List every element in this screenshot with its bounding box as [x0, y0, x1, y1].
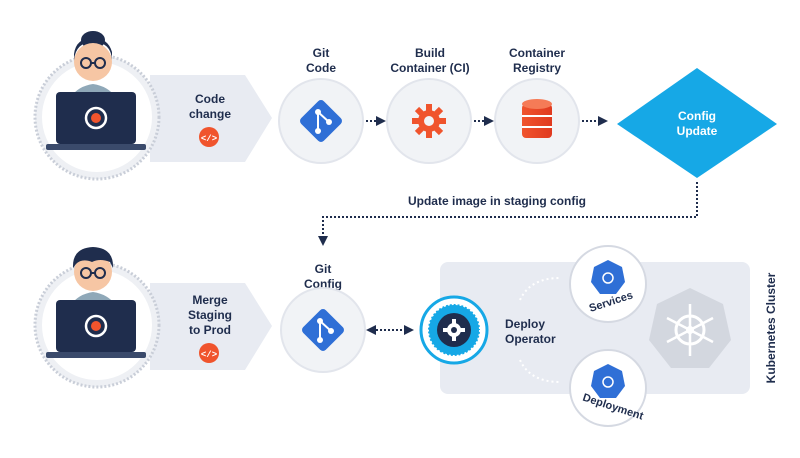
code-badge-1: </>	[199, 127, 219, 147]
git-config-label-2: Config	[304, 277, 342, 291]
registry-label-1: Container	[509, 46, 565, 60]
kubernetes-icon	[591, 364, 625, 398]
cluster-label: Kubernetes Cluster	[764, 272, 778, 383]
merge-label-3: to Prod	[189, 323, 231, 337]
registry-label-2: Registry	[513, 61, 561, 75]
merge-label-2: Staging	[188, 308, 232, 322]
arrow-config-to-git-config	[318, 182, 698, 246]
connector-label: Update image in staging config	[408, 194, 586, 208]
config-update-label-2: Update	[677, 124, 718, 138]
git-config-label-1: Git	[315, 262, 332, 276]
git-code-label-2: Code	[306, 61, 336, 75]
developer-2-avatar	[33, 247, 161, 389]
code-icon: </>	[201, 134, 217, 144]
git-config-node	[280, 287, 366, 373]
developer-1-avatar	[33, 31, 161, 181]
kubernetes-logo	[649, 288, 731, 368]
merge-label-1: Merge	[192, 293, 228, 307]
config-update-label-1: Config	[678, 109, 716, 123]
code-badge-2: </>	[199, 343, 219, 363]
git-code-label-1: Git	[313, 46, 330, 60]
deployment-node	[569, 349, 647, 427]
gear-icon	[443, 319, 465, 341]
git-icon	[300, 100, 342, 142]
build-node	[386, 78, 472, 164]
operator-label-1: Deploy	[505, 317, 545, 331]
build-label-1: Build	[415, 46, 445, 60]
code-change-band	[150, 75, 272, 162]
kubernetes-icon	[591, 260, 625, 294]
registry-node	[494, 78, 580, 164]
operator-label-2: Operator	[505, 332, 556, 346]
git-icon	[302, 309, 344, 351]
git-code-node	[278, 78, 364, 164]
gear-icon	[412, 104, 446, 138]
deploy-operator-node	[419, 295, 489, 365]
build-label-2: Container (CI)	[390, 61, 469, 75]
code-change-label-2: change	[189, 107, 231, 121]
services-node	[569, 245, 647, 323]
code-icon: </>	[201, 350, 217, 360]
database-icon	[522, 99, 552, 138]
merge-band	[150, 283, 272, 370]
code-change-label-1: Code	[195, 92, 225, 106]
config-update-node	[617, 68, 777, 178]
